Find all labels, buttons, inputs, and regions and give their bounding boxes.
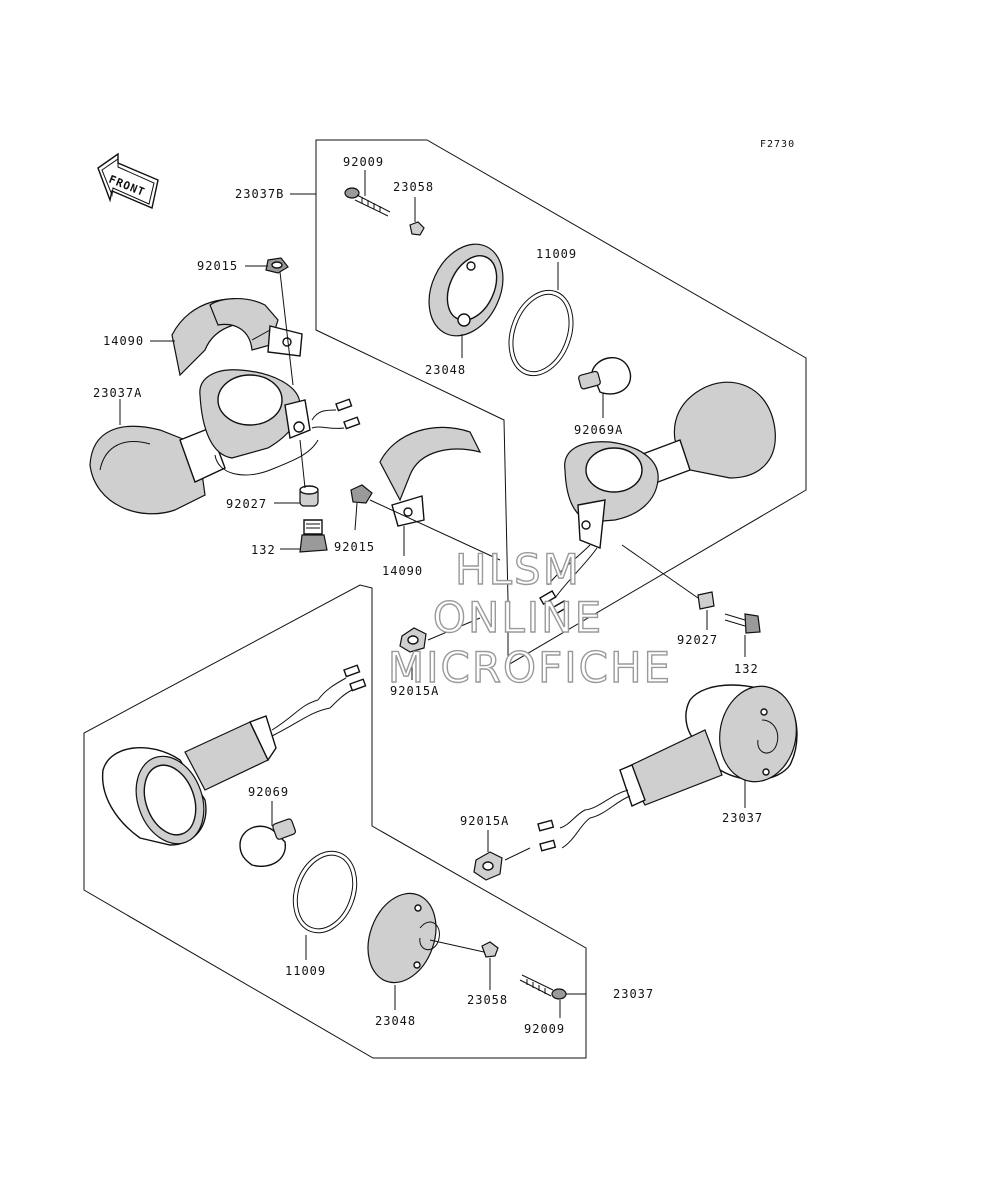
- watermark-line-2: ONLINE: [433, 593, 603, 642]
- callout-92015A-low: 92015A: [460, 814, 509, 828]
- watermark-line-3: MICROFICHE: [388, 643, 672, 692]
- callout-23058-low: 23058: [467, 993, 508, 1007]
- callout-92015A-mid: 92015A: [390, 684, 439, 698]
- callout-11009-low: 11009: [285, 964, 326, 978]
- callout-23058-top: 23058: [393, 180, 434, 194]
- callout-92027-left: 92027: [226, 497, 267, 511]
- callout-23048-low: 23048: [375, 1014, 416, 1028]
- group-boundary-23037: [83, 584, 587, 1059]
- nut-92015A-mid: [399, 627, 427, 653]
- turn-signal-23037B: [539, 381, 776, 616]
- callout-132-left: 132: [251, 543, 276, 557]
- nut-92015A-low: [473, 851, 503, 881]
- gasket-11009-low: [292, 850, 358, 934]
- callout-23037-low: 23037: [613, 987, 654, 1001]
- callout-132-right: 132: [734, 662, 759, 676]
- rim-23048-top: [428, 243, 504, 337]
- bulb-92069A: [578, 356, 632, 395]
- nut-92015-mid: [350, 484, 373, 504]
- callout-14090-left: 14090: [103, 334, 144, 348]
- callout-23037A: 23037A: [93, 386, 142, 400]
- callout-92069A: 92069A: [574, 423, 623, 437]
- figure-code: F2730: [760, 139, 795, 150]
- bolt-132-left: [299, 519, 328, 553]
- nut-23058-top: [409, 221, 425, 236]
- callout-labels: 92009 23058 23037B 11009 92015 14090 230…: [93, 155, 763, 1036]
- bulb-92069: [239, 818, 297, 867]
- callout-11009-top: 11009: [536, 247, 577, 261]
- leader-lines: [119, 170, 746, 1018]
- callout-92009-low: 92009: [524, 1022, 565, 1036]
- screw-92009-top: [344, 187, 391, 217]
- watermark: HLSM ONLINE MICROFICHE: [387, 544, 672, 692]
- callout-23037B: 23037B: [235, 187, 284, 201]
- turn-signal-23037-left: [101, 664, 367, 846]
- callout-92015-mid: 92015: [334, 540, 375, 554]
- watermark-line-1: HLSM: [455, 545, 581, 594]
- group-boundary-23037B: [315, 139, 807, 666]
- rim-23048-low: [367, 892, 440, 984]
- callout-92015-top: 92015: [197, 259, 238, 273]
- nut-92015-top: [265, 257, 289, 274]
- callout-23048-top: 23048: [425, 363, 466, 377]
- callout-23037-right: 23037: [722, 811, 763, 825]
- screw-92009-low: [519, 974, 567, 1000]
- callout-92069: 92069: [248, 785, 289, 799]
- gasket-11009-top: [508, 289, 574, 377]
- bracket-14090-mid: [379, 426, 482, 527]
- front-arrow-icon: FRONT: [97, 152, 159, 209]
- turn-signal-23037A: [89, 369, 361, 515]
- collar-92027-left: [299, 485, 319, 507]
- bolt-132-right: [724, 613, 761, 634]
- turn-signal-23037-right: [537, 684, 798, 852]
- callout-14090-mid: 14090: [382, 564, 423, 578]
- collar-92027-right: [697, 591, 715, 610]
- callout-92009-top: 92009: [343, 155, 384, 169]
- callout-92027-right: 92027: [677, 633, 718, 647]
- bracket-14090-left: [171, 298, 303, 377]
- nut-23058-low: [481, 941, 499, 958]
